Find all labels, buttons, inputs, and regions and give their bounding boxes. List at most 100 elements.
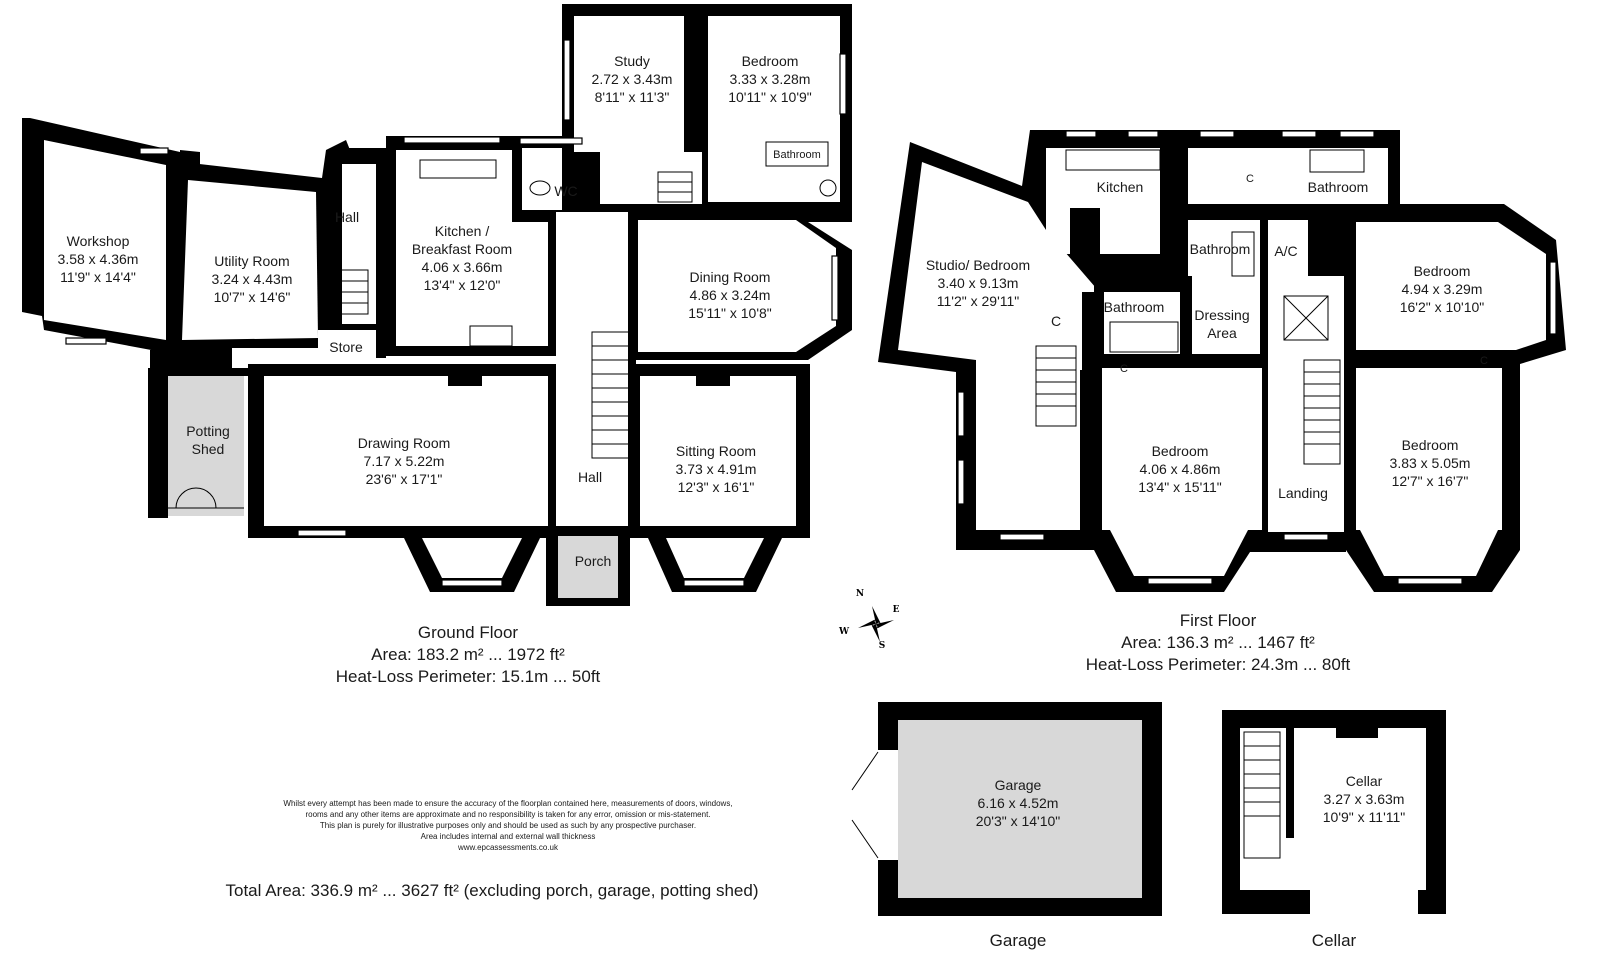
annex-stairs (657, 171, 693, 203)
chimney-sitting (696, 376, 730, 386)
garage-name: Garage (995, 777, 1042, 793)
wall (1228, 208, 1308, 220)
annex-bath (765, 141, 829, 167)
cellar-plan (1222, 710, 1446, 914)
room-kitchen-name2: Breakfast Room (412, 241, 512, 257)
window (839, 53, 847, 115)
room-sitting-metric: 3.73 x 4.91m (676, 461, 757, 477)
ff-bath-b-floor (1268, 148, 1388, 204)
room-kitchen-imperial: 13'4" x 12'0" (424, 277, 501, 293)
dining-floor (638, 220, 836, 352)
drawing-floor (264, 376, 548, 526)
room-study-imperial: 8'11" x 11'3" (595, 89, 670, 105)
window (1147, 577, 1213, 585)
total-area: Total Area: 336.9 m² ... 3627 ft² (exclu… (226, 881, 759, 900)
garage-plan (851, 702, 1162, 916)
room-ff-bedroom-ne-metric: 4.94 x 3.29m (1402, 281, 1483, 297)
first-floor-title: First Floor (1180, 611, 1257, 630)
compass-rose: N E S W (838, 589, 900, 651)
ff-bath-tub-c (1309, 149, 1365, 173)
kitchen-sink (419, 159, 497, 179)
sitting-floor (640, 376, 796, 526)
room-porch-name: Porch (575, 553, 612, 569)
window (139, 147, 169, 155)
room-dining-metric: 4.86 x 3.24m (690, 287, 771, 303)
room-potting-shed-name1: Potting (186, 423, 230, 439)
ff-studio-stairs (1035, 345, 1077, 427)
ff-bay-mid (1110, 530, 1248, 576)
wall (1344, 216, 1356, 536)
porch-floor (558, 536, 618, 598)
room-ff-bedroom-mid-name: Bedroom (1152, 443, 1209, 459)
wall (1082, 292, 1102, 546)
garage-metric: 6.16 x 4.52m (978, 795, 1059, 811)
wall (1160, 140, 1186, 258)
room-hall-name: Hall (578, 469, 602, 485)
room-workshop-name: Workshop (67, 233, 130, 249)
room-ff-bedroom-ne-imperial: 16'2" x 10'10" (1400, 299, 1485, 315)
room-sitting-name: Sitting Room (676, 443, 756, 459)
window (957, 391, 965, 437)
room-gf-bedroom-imperial: 10'11" x 10'9" (728, 89, 812, 105)
room-gf-bedroom-metric: 3.33 x 3.28m (730, 71, 811, 87)
window (1127, 130, 1159, 138)
wall (1262, 216, 1268, 536)
window (999, 533, 1045, 541)
room-hall-small-name: Hall (335, 209, 359, 225)
store-floor (318, 330, 376, 358)
wall (1070, 208, 1100, 258)
utility-floor (182, 180, 318, 340)
room-wc-name: WC (554, 183, 577, 199)
cellar-imperial: 10'9" x 11'11" (1323, 809, 1406, 825)
room-ff-bathroom-c-name: Bathroom (1104, 299, 1165, 315)
drawing-bay (404, 538, 540, 592)
room-dining-name: Dining Room (690, 269, 771, 285)
ff-bath-a-floor (1188, 148, 1268, 204)
store-stairs (335, 269, 369, 315)
window (683, 579, 745, 587)
room-drawing-imperial: 23'6" x 17'1" (366, 471, 443, 487)
room-utility-metric: 3.24 x 4.43m (212, 271, 293, 287)
window (403, 136, 501, 144)
room-utility-name: Utility Room (214, 253, 289, 269)
window (441, 579, 503, 587)
room-landing-name: Landing (1278, 485, 1328, 501)
ground-floor-perimeter: Heat-Loss Perimeter: 15.1m ... 50ft (336, 667, 601, 686)
room-dressing-name1: Dressing (1194, 307, 1249, 323)
ff-bath-tub-b (1231, 231, 1255, 277)
room-sitting-imperial: 12'3" x 16'1" (678, 479, 755, 495)
window (1549, 261, 1557, 335)
room-gf-bedroom-name: Bedroom (742, 53, 799, 69)
compass-w: W (838, 627, 850, 637)
room-ff-bedroom-se-imperial: 12'7" x 16'7" (1392, 473, 1469, 489)
ground-floor-plan (22, 4, 852, 606)
ff-kitchen-counter (1065, 149, 1161, 171)
garage-imperial: 20'3" x 14'10" (976, 813, 1061, 829)
chimney-drawing (448, 376, 482, 386)
room-workshop-imperial: 11'9" x 14'4" (60, 269, 136, 285)
wall (1094, 354, 1266, 368)
potting-shed (148, 368, 248, 518)
ff-bedroom-se-floor (1356, 368, 1502, 530)
room-kitchen-metric: 4.06 x 3.66m (422, 259, 503, 275)
annex-basin (819, 179, 837, 197)
hall-small-floor (342, 164, 376, 324)
room-drawing-name: Drawing Room (358, 435, 451, 451)
disclaimer-line-2: rooms and any other items are approximat… (305, 810, 710, 819)
room-study-metric: 2.72 x 3.43m (592, 71, 673, 87)
ff-bedroom-mid-floor (1102, 368, 1262, 530)
first-floor-perimeter: Heat-Loss Perimeter: 24.3m ... 80ft (1086, 655, 1351, 674)
window (1281, 130, 1317, 138)
ff-landing-stairs (1303, 359, 1341, 465)
first-floor-area: Area: 136.3 m² ... 1467 ft² (1121, 633, 1315, 652)
skylight (1283, 295, 1329, 341)
wc-toilet (529, 180, 551, 196)
room-studio-imperial: 11'2" x 29'11" (937, 293, 1020, 309)
room-drawing-metric: 7.17 x 5.22m (364, 453, 445, 469)
room-utility-imperial: 10'7" x 14'6" (214, 289, 291, 305)
room-ff-bedroom-mid-imperial: 13'4" x 15'11" (1138, 479, 1222, 495)
window (1065, 130, 1097, 138)
room-kitchen-name1: Kitchen / (435, 223, 490, 239)
wall (1186, 276, 1192, 356)
